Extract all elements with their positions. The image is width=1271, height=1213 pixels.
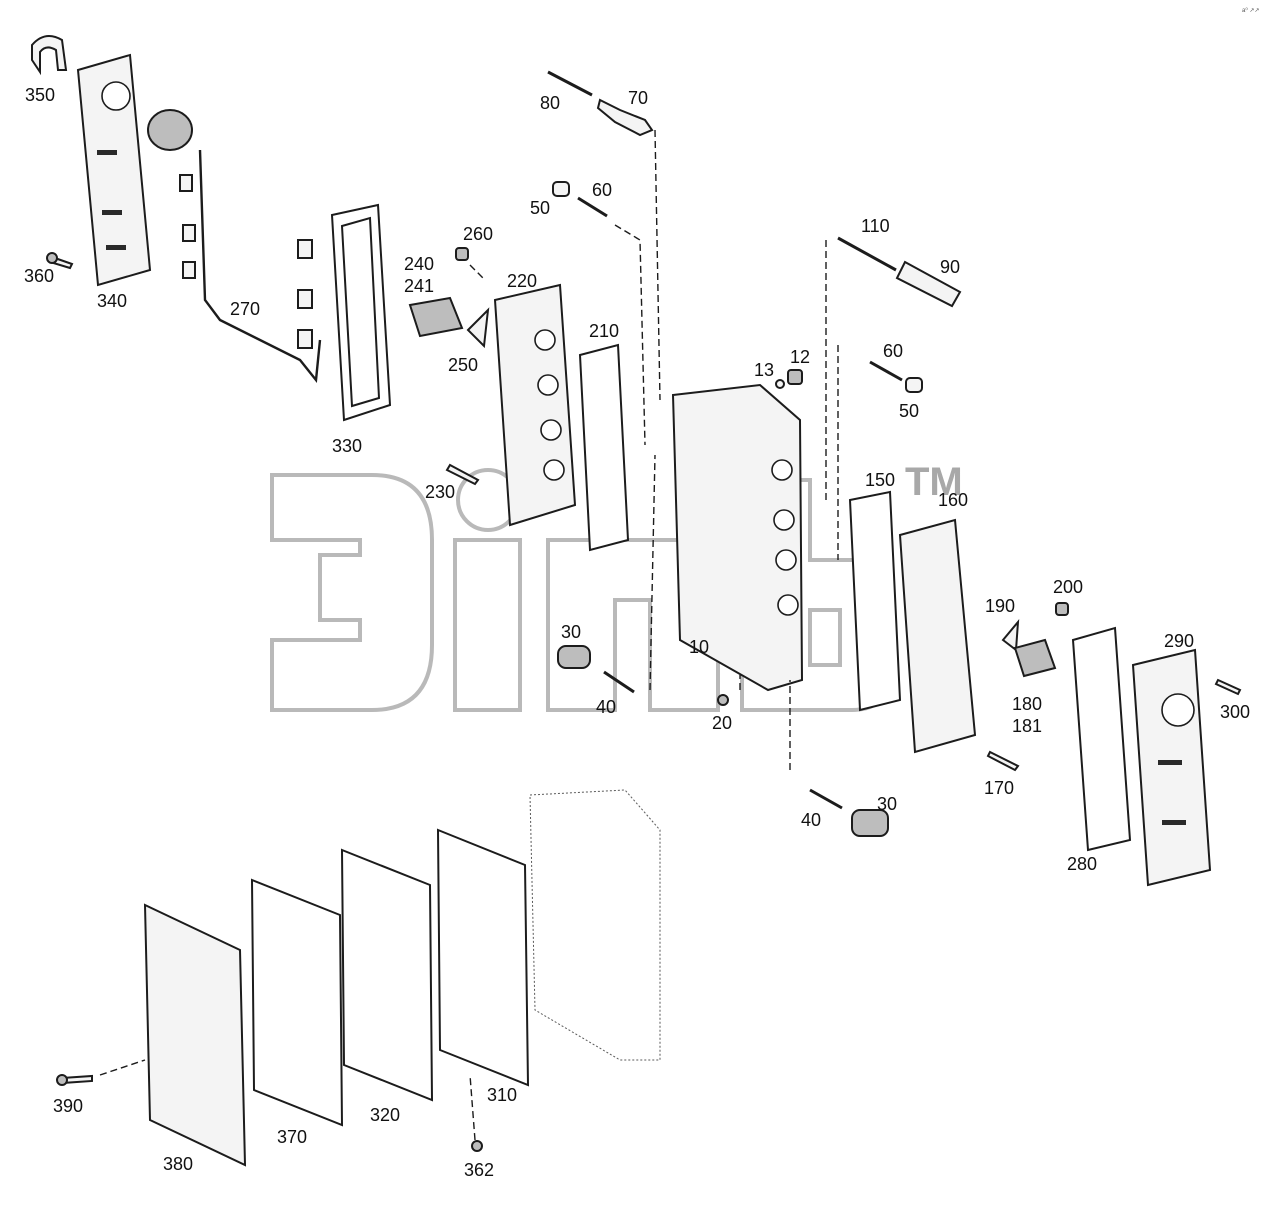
plug-12-13 (775, 369, 803, 389)
plug-50-right (905, 377, 923, 393)
gasket-150 (848, 490, 902, 712)
label-13: 13 (754, 360, 774, 380)
label-300: 300 (1220, 702, 1250, 722)
label-340: 360 (24, 266, 54, 286)
label-362: 362 (464, 1160, 494, 1180)
label-60-right: 60 (883, 341, 903, 361)
screw-300 (1214, 678, 1242, 696)
corner-mark: a⁰ ↗↗ (1242, 7, 1259, 14)
gasket-310 (330, 203, 392, 422)
label-230: 230 (425, 482, 455, 502)
piston-30-left (557, 645, 591, 669)
label-241: 241 (404, 276, 434, 296)
screw-340 (46, 252, 74, 270)
label-260: 260 (463, 224, 493, 244)
pressure-sensor-240-241 (408, 296, 464, 338)
label-20: 20 (712, 713, 732, 733)
cover-plate-290 (1131, 648, 1212, 887)
screw-200 (1055, 602, 1069, 616)
label-280: 280 (1067, 854, 1097, 874)
label-80: 80 (540, 93, 560, 113)
label-12: 12 (790, 347, 810, 367)
gasket-280 (1071, 626, 1132, 852)
label-270: 270 (230, 299, 260, 319)
leader-lines (99, 129, 839, 1141)
label-310: 330 (332, 436, 362, 456)
label-350: 310 (487, 1085, 517, 1105)
plate-360 (340, 848, 434, 1102)
nut-362 (471, 1140, 483, 1152)
pressure-sensor-180-181 (1013, 638, 1057, 678)
label-240: 240 (404, 254, 434, 274)
housing-160 (898, 518, 977, 754)
label-360: 320 (370, 1105, 400, 1125)
screw-230 (445, 463, 480, 486)
spring-40-left (603, 670, 635, 694)
callout-labels: 350 360 340 270 330 80 70 60 50 260 240 … (24, 85, 1250, 1180)
label-180: 180 (1012, 694, 1042, 714)
plate-370 (250, 878, 344, 1127)
label-330: 350 (25, 85, 55, 105)
label-10: 10 (689, 637, 709, 657)
label-150: 150 (865, 470, 895, 490)
spring-60-top (577, 196, 608, 218)
piston-70 (596, 98, 654, 137)
plate-350 (436, 828, 530, 1087)
label-220: 220 (507, 271, 537, 291)
gasket-210 (578, 343, 630, 552)
wiring-harness-270 (147, 109, 322, 384)
label-370: 370 (277, 1127, 307, 1147)
plug-50-top (552, 181, 570, 197)
cover-plate-320 (76, 53, 152, 287)
label-40-left: 40 (596, 697, 616, 717)
bracket-250 (466, 307, 490, 349)
label-181: 181 (1012, 716, 1042, 736)
valve-body-10 (671, 383, 804, 692)
label-250: 250 (448, 355, 478, 375)
screw-390 (56, 1074, 93, 1086)
bracket-190 (1001, 618, 1020, 652)
label-160: 160 (938, 490, 968, 510)
nut-20 (717, 694, 729, 706)
label-60-top: 60 (592, 180, 612, 200)
screw-170 (986, 750, 1020, 772)
piston-90 (895, 260, 962, 308)
spring-40-right (809, 788, 843, 810)
watermark-tm: TM (905, 460, 963, 504)
spring-60-right (869, 360, 903, 382)
label-90: 90 (940, 257, 960, 277)
screw-260 (455, 247, 469, 261)
valve-housing-220 (493, 283, 577, 527)
label-390: 390 (53, 1096, 83, 1116)
label-380: 380 (163, 1154, 193, 1174)
spring-110 (837, 236, 897, 272)
valve-body-ghost (529, 789, 661, 1061)
label-290: 290 (1164, 631, 1194, 651)
label-50-top: 50 (530, 198, 550, 218)
label-30-left: 30 (561, 622, 581, 642)
piston-30-right (851, 809, 889, 837)
label-110: 110 (861, 216, 890, 236)
label-190: 190 (985, 596, 1015, 616)
label-30-right: 30 (877, 794, 897, 814)
plate-380 (143, 903, 247, 1167)
label-210: 210 (589, 321, 619, 341)
label-320: 340 (97, 291, 127, 311)
spring-80 (547, 70, 593, 97)
label-200: 200 (1053, 577, 1083, 597)
clip-330 (31, 35, 68, 76)
label-70: 70 (628, 88, 648, 108)
label-50-right: 50 (899, 401, 919, 421)
label-40-right: 40 (801, 810, 821, 830)
label-170: 170 (984, 778, 1014, 798)
